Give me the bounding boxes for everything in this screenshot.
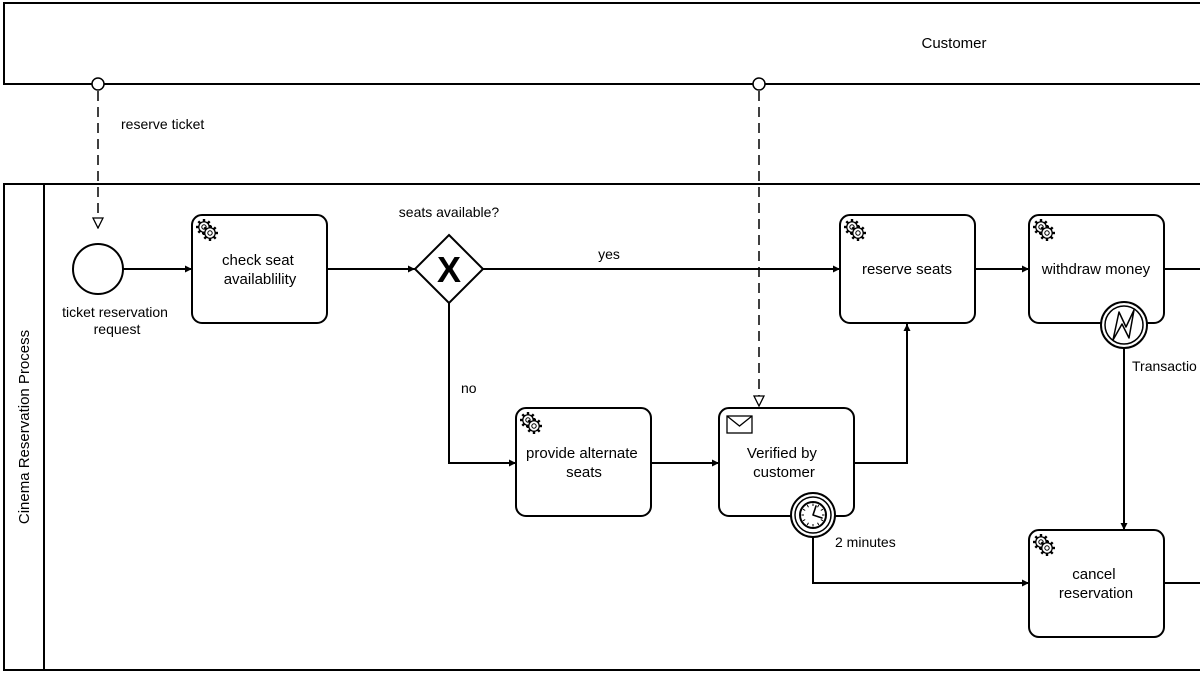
task-label: withdraw money xyxy=(1041,261,1151,278)
start-event-label: ticket reservation request xyxy=(62,304,172,337)
task-label-line: availablility xyxy=(224,271,297,288)
task-label-line: check seat xyxy=(222,252,295,269)
task-reserve-seats[interactable]: reserve seats xyxy=(839,214,976,324)
clock-icon xyxy=(799,501,827,529)
customer-pool: Customer xyxy=(3,2,1200,85)
exclusive-gateway-seats-available[interactable]: X seats available? xyxy=(399,204,500,305)
flow-timer-to-cancel xyxy=(812,536,1029,587)
process-pool-label: Cinema Reservation Process xyxy=(16,330,33,524)
message-flow-reserve-ticket: reserve ticket xyxy=(91,77,204,228)
task-label-line: customer xyxy=(753,464,815,481)
task-label: check seat availablility xyxy=(222,252,298,288)
task-label-line: cancel xyxy=(1072,566,1115,583)
timer-boundary-event[interactable]: 2 minutes xyxy=(790,492,896,550)
flow-verified-to-reserve xyxy=(854,324,911,464)
task-label-line: reserve seats xyxy=(862,261,952,278)
task-label: reserve seats xyxy=(862,261,952,278)
task-label-line: withdraw money xyxy=(1041,261,1151,278)
flow-gateway-no xyxy=(448,303,516,467)
gateway-label: seats available? xyxy=(399,204,500,220)
task-label-line: seats xyxy=(566,464,602,481)
message-flow-verify xyxy=(752,77,766,406)
customer-pool-label: Customer xyxy=(921,35,986,52)
start-event-label-line: ticket reservation xyxy=(62,304,168,320)
task-label-line: Verified by xyxy=(747,445,818,462)
task-label-line: reservation xyxy=(1059,585,1133,602)
envelope-icon xyxy=(726,415,753,434)
error-event-label: Transactio xyxy=(1132,358,1197,374)
task-verified-by-customer[interactable]: Verified by customer xyxy=(718,407,855,517)
timer-event-label: 2 minutes xyxy=(835,534,896,550)
task-cancel-reservation[interactable]: cancel reservation xyxy=(1028,529,1165,638)
task-label: cancel reservation xyxy=(1059,566,1133,602)
start-event-label-line: request xyxy=(94,321,141,337)
task-label-line: provide alternate xyxy=(526,445,638,462)
flow-label-no: no xyxy=(461,380,477,396)
task-check-seat-availability[interactable]: check seat availablility xyxy=(191,214,328,324)
start-event-ticket-reservation-request[interactable]: ticket reservation request xyxy=(62,243,172,337)
lightning-icon xyxy=(1112,309,1135,341)
message-label-reserve-ticket: reserve ticket xyxy=(121,116,204,132)
gateway-x-marker: X xyxy=(437,249,461,290)
task-label: provide alternate seats xyxy=(526,445,642,481)
task-provide-alternate-seats[interactable]: provide alternate seats xyxy=(515,407,652,517)
task-label: Verified by customer xyxy=(747,445,821,481)
task-withdraw-money[interactable]: withdraw money xyxy=(1028,214,1165,324)
flow-label-yes: yes xyxy=(598,246,620,262)
error-boundary-event[interactable]: Transactio xyxy=(1100,301,1197,374)
